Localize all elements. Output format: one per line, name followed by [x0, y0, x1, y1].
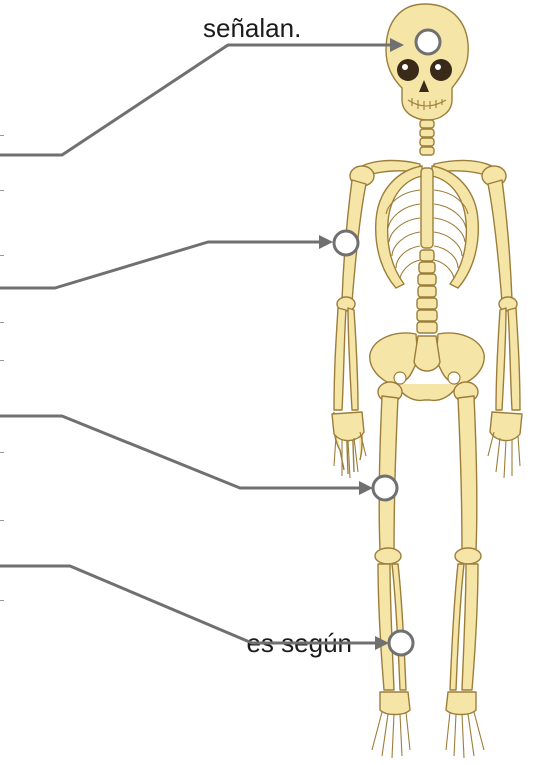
arm-left [332, 180, 366, 478]
leg-right [446, 382, 484, 758]
label-marker-femur[interactable] [373, 476, 397, 500]
skeleton-illustration [332, 4, 522, 758]
label-marker-ribs[interactable] [334, 231, 358, 255]
label-marker-tibia[interactable] [389, 631, 413, 655]
cervical-spine [420, 120, 434, 155]
leg-left [372, 382, 410, 758]
leader-line-skull [0, 30, 440, 155]
spine [417, 250, 437, 333]
leader-line-ribs [0, 231, 358, 288]
skull [386, 4, 468, 120]
arm-right [488, 180, 522, 478]
leader-line-tibia [0, 566, 413, 655]
label-marker-skull[interactable] [416, 30, 440, 54]
